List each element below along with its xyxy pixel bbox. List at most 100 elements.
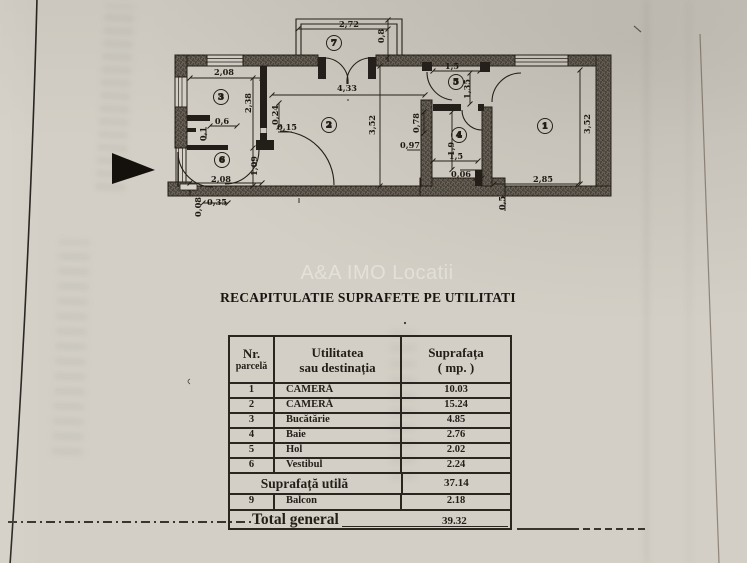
room1-door-arc (491, 72, 522, 103)
room-number-circle: 4 (451, 127, 467, 143)
table-row: 9 Balcon 2.18 (230, 493, 510, 509)
dimension-label: 2,85 (533, 174, 553, 184)
room-number-circles: 7 3 2 5 4 6 1 (213, 35, 553, 168)
row-utility: Bucătărie (286, 414, 330, 425)
room-number-circle: 3 (213, 89, 229, 105)
room-number-circle: 1 (537, 118, 553, 134)
dimension-label: 0,6 (215, 116, 230, 126)
row-utility: Baie (286, 429, 306, 440)
row-utility: Vestibul (286, 459, 323, 470)
dimension-label: 2,08 (214, 67, 234, 77)
row-number: 5 (230, 444, 275, 457)
header-nr: Nr. parcelă (230, 337, 275, 382)
row-utility: CAMERĂ (286, 399, 334, 410)
floor-plan: 2,72 0,8 2,08 2,38 0,6 0,1 0,240,15 4,33 3,52 1,5… (167, 17, 612, 217)
dimension-labels: 2,72 0,8 2,08 2,38 0,6 0,1 0,240,15 4,33 3,52 1,5… (193, 19, 592, 217)
row-number: 1 (230, 384, 275, 397)
table-row: 5 Hol 2.02 (230, 442, 510, 457)
dimension-label: 4,33 (337, 83, 357, 93)
room-number-circle: 2 (321, 117, 337, 133)
dimension-label: 1,9 (446, 142, 456, 157)
hol-door-arc (426, 71, 453, 101)
exterior-walls (167, 54, 612, 197)
dashed-line-left (8, 521, 252, 523)
dimension-label: 0,06 (451, 169, 471, 179)
row-area: 2.02 (400, 444, 510, 457)
total-row: Total general 39.32 (230, 509, 510, 528)
paper-speck (403, 321, 407, 325)
row-number: 9 (230, 495, 275, 509)
balcony-walls (295, 18, 403, 55)
table-row: 3 Bucătărie 4.85 (230, 412, 510, 427)
room-number-circle: 6 (214, 152, 230, 168)
dimension-label: 3,52 (367, 115, 377, 135)
dimension-label: 0,35 (207, 197, 227, 207)
dimension-label: 0,8 (376, 29, 386, 44)
dimension-label: 0,15 (277, 122, 297, 132)
room-number-circle: 5 (448, 74, 464, 90)
wall-niche (260, 128, 267, 133)
svg-text:3: 3 (218, 93, 224, 103)
subtotal-row: Suprafață utilă 37.14 (230, 472, 510, 493)
dimension-label: 1,35 (462, 79, 472, 99)
row-utility: CAMERĂ (286, 384, 334, 395)
paper-speck (187, 378, 191, 385)
paper-fold-line-right (699, 33, 720, 563)
row-area: 10.03 (400, 384, 510, 397)
paper-speck (633, 25, 642, 33)
page-title: RECAPITULATIE SUPRAFETE PE UTILITATI (220, 290, 516, 305)
total-underline (342, 526, 508, 527)
table-header-row: Nr. parcelă Utilitatea sau destinația Su… (230, 337, 510, 382)
dimension-label: 0,24 (270, 105, 280, 125)
area-summary-table: Nr. parcelă Utilitatea sau destinația Su… (228, 335, 512, 530)
total-label: Total general (252, 511, 339, 528)
room-number-circle: 7 (326, 35, 342, 51)
north-arrow-icon (112, 153, 155, 184)
dimension-label: 0,08 (193, 197, 203, 217)
table-row: 2 CAMERĂ 15.24 (230, 397, 510, 412)
row-number: 6 (230, 459, 275, 472)
row-area: 4.85 (400, 414, 510, 427)
dimension-label: 2,72 (339, 19, 359, 29)
svg-text:7: 7 (331, 39, 337, 49)
svg-text:6: 6 (219, 156, 225, 166)
vestibul-door-arc (279, 130, 335, 186)
row-utility: Balcon (286, 495, 317, 506)
dimension-label: 1,09 (249, 156, 259, 176)
kitchen-door-arc (224, 149, 260, 185)
dimension-label: 1,5 (449, 151, 464, 161)
paper-speck (347, 99, 349, 101)
subtotal-value: 37.14 (400, 474, 510, 493)
dimension-label: 0,78 (411, 113, 421, 133)
svg-text:2: 2 (326, 121, 332, 131)
dimension-label: 0,97 (400, 140, 420, 150)
balcony-door-arc (325, 57, 349, 85)
table-row: 6 Vestibul 2.24 (230, 457, 510, 472)
row-utility: Hol (286, 444, 303, 455)
row-number: 3 (230, 414, 275, 427)
svg-text:1: 1 (542, 122, 548, 132)
dimension-label: 3,52 (582, 114, 592, 134)
subtotal-label: Suprafață utilă (260, 476, 349, 491)
header-utility: Utilitatea sau destinația (299, 344, 376, 375)
total-value: 39.32 (442, 515, 467, 527)
dimension-label: 0,1 (198, 127, 208, 141)
svg-text:4: 4 (456, 131, 462, 141)
paper-edge-line-left (9, 0, 38, 563)
dimension-label: 2,08 (211, 174, 231, 184)
dimension-label: 0,5 (497, 196, 507, 211)
watermark: A&A IMO Locatii (300, 262, 454, 284)
table-row: 4 Baie 2.76 (230, 427, 510, 442)
balcony-door-arc (346, 57, 370, 85)
dimension-label: 2,38 (243, 93, 253, 113)
row-area: 2.18 (400, 495, 510, 509)
svg-text:5: 5 (453, 78, 459, 88)
row-number: 4 (230, 429, 275, 442)
row-area: 2.76 (400, 429, 510, 442)
interior-walls (187, 57, 490, 186)
row-area: 2.24 (400, 459, 510, 472)
row-area: 15.24 (400, 399, 510, 412)
row-number: 2 (230, 399, 275, 412)
